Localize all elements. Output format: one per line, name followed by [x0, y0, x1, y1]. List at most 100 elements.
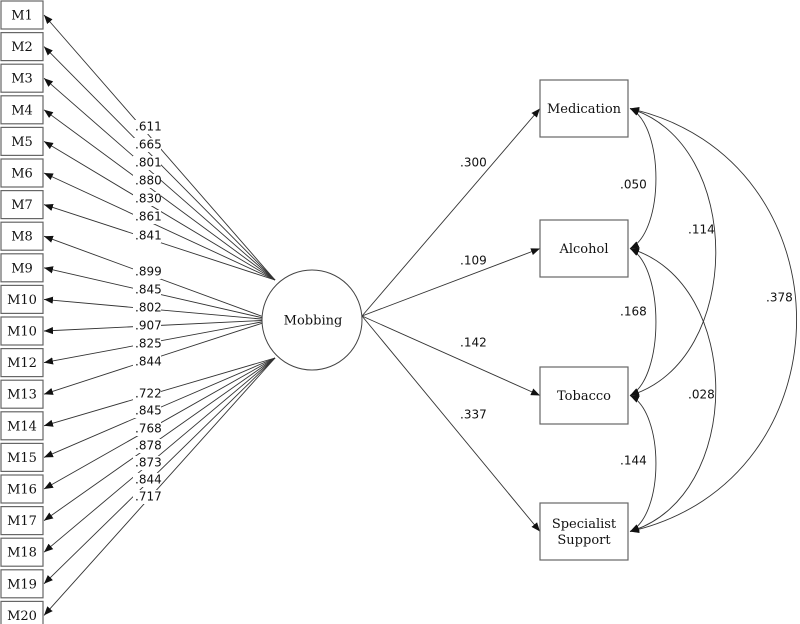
- latent-node-mobbing: [261, 269, 363, 371]
- outcome-label: Specialist: [552, 517, 617, 532]
- covariance-arc: [629, 107, 717, 397]
- covariance-value: .168: [620, 305, 647, 319]
- loading-arrow: [43, 172, 276, 281]
- outcome-box-medication: [539, 79, 629, 138]
- covariance-value: .114: [688, 223, 715, 237]
- indicator-box: [0, 316, 44, 346]
- path-coefficient: .337: [460, 408, 487, 422]
- covariance-arc: [629, 107, 798, 533]
- loading-value: .722: [135, 387, 162, 401]
- indicator-box: [0, 537, 44, 567]
- loading-value: .907: [135, 319, 162, 333]
- indicator-label: M13: [7, 388, 37, 403]
- loading-value: .801: [135, 156, 162, 170]
- loading-arrow: [43, 357, 276, 585]
- covariance-value: .144: [620, 454, 647, 468]
- covariance-value: .378: [766, 291, 793, 305]
- outcome-label: Support: [557, 533, 611, 548]
- covariance-arc: [629, 248, 657, 396]
- loading-value: .878: [135, 439, 162, 453]
- indicator-box: [0, 126, 44, 157]
- outcome-box-tobacco: [539, 366, 629, 425]
- loading-label-bg: [133, 283, 161, 297]
- loading-label-bg: [133, 120, 161, 134]
- loading-label-bg: [133, 439, 161, 453]
- indicator-box: [0, 253, 44, 283]
- loading-value: .899: [135, 265, 162, 279]
- indicator-label: M7: [11, 198, 33, 213]
- nodes-layer: M1M2M3M4M5M6M7M8M9M10M10M12M13M14M15M16M…: [0, 0, 629, 624]
- outcome-box-alcohol: [539, 219, 629, 278]
- loading-value: .825: [135, 337, 162, 351]
- path-coefficient: .300: [460, 156, 487, 170]
- covariance-value: .050: [620, 178, 647, 192]
- outcome-box-specialist: [539, 502, 629, 561]
- indicator-label: M18: [7, 546, 37, 561]
- indicator-box: [0, 95, 44, 125]
- indicator-label: M9: [11, 261, 33, 276]
- indicator-box: [0, 158, 44, 188]
- loading-arrow: [43, 357, 276, 616]
- loading-label-bg: [133, 229, 161, 243]
- loading-value: .768: [135, 422, 162, 436]
- loading-label-bg: [133, 404, 161, 418]
- indicator-box: [0, 600, 44, 624]
- loading-label-bg: [133, 490, 161, 504]
- edges-layer: [43, 14, 798, 616]
- outcome-label: Medication: [547, 102, 622, 117]
- loading-value: .844: [135, 473, 162, 487]
- loading-value: .841: [135, 229, 162, 243]
- loading-value: .873: [135, 456, 162, 470]
- loading-value: .611: [135, 120, 162, 134]
- indicator-box: [0, 190, 44, 220]
- indicator-box: [0, 221, 44, 251]
- loading-label-bg: [133, 473, 161, 487]
- loading-label-bg: [133, 265, 161, 279]
- latent-label: Mobbing: [284, 314, 343, 329]
- path-arrow-tobacco: [361, 315, 541, 396]
- indicator-label: M4: [11, 103, 33, 118]
- loading-value: .665: [135, 138, 162, 152]
- indicator-label: M10: [7, 325, 37, 340]
- loading-value: .802: [135, 301, 162, 315]
- indicator-label: M2: [11, 40, 33, 55]
- loading-label-bg: [133, 355, 161, 369]
- loading-label-bg: [133, 422, 161, 436]
- indicator-label: M14: [7, 419, 37, 434]
- outcome-label: Alcohol: [558, 242, 608, 257]
- indicator-box: [0, 442, 44, 472]
- indicator-label: M16: [7, 483, 37, 498]
- loading-label-bg: [133, 174, 161, 188]
- loading-value: .880: [135, 174, 162, 188]
- covariance-arc: [629, 247, 717, 533]
- indicator-label: M10: [7, 293, 37, 308]
- indicator-label: M3: [11, 72, 33, 87]
- path-coefficient: .109: [460, 254, 487, 268]
- indicator-box: [0, 63, 44, 93]
- loading-label-bg: [133, 210, 161, 224]
- indicator-box: [0, 411, 44, 441]
- outcome-label: Tobacco: [557, 389, 611, 404]
- path-arrow-medication: [361, 108, 541, 317]
- indicator-box: [0, 284, 44, 314]
- loading-label-bg: [133, 156, 161, 170]
- loading-label-bg: [133, 337, 161, 351]
- indicator-label: M15: [7, 451, 37, 466]
- labels-layer: .611.665.801.880.830.861.841.899.845.802…: [135, 120, 793, 504]
- indicator-box: [0, 569, 44, 599]
- loading-label-bg: [133, 301, 161, 315]
- loading-value: .717: [135, 490, 162, 504]
- loading-value: .845: [135, 404, 162, 418]
- indicator-label: M19: [7, 577, 37, 592]
- indicator-label: M17: [7, 514, 37, 529]
- loading-arrow: [43, 357, 276, 553]
- indicator-label: M8: [11, 230, 33, 245]
- indicator-box: [0, 506, 44, 536]
- loading-label-bg: [133, 138, 161, 152]
- indicator-box: [0, 348, 44, 378]
- indicator-box: [0, 474, 44, 504]
- indicator-label: M12: [7, 356, 37, 371]
- path-coefficient: .142: [460, 336, 487, 350]
- path-arrow-alcohol: [361, 248, 541, 317]
